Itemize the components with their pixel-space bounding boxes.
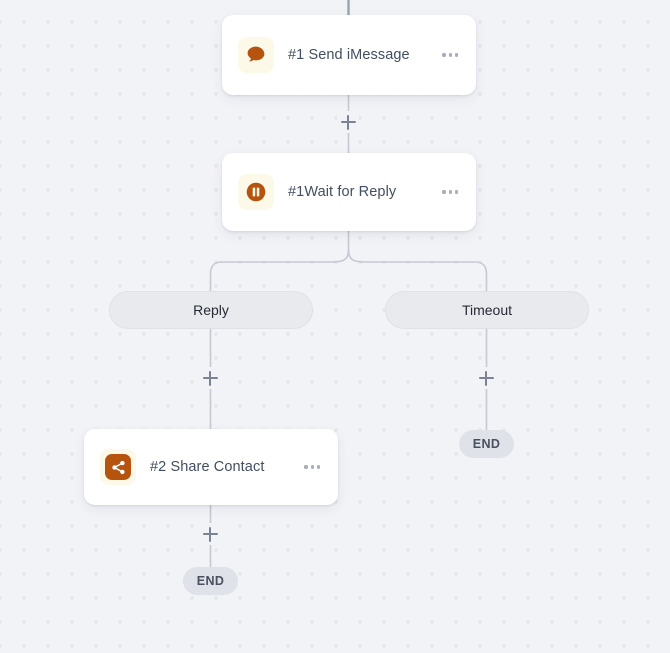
node-card-wait-for-reply[interactable]: #1Wait for Reply (222, 153, 476, 231)
end-badge-reply[interactable]: END (183, 567, 238, 595)
ellipsis-icon[interactable] (440, 47, 460, 62)
end-badge-reply-label: END (196, 574, 225, 588)
ellipsis-icon[interactable] (440, 184, 460, 199)
add-step-button-after-send-imessage[interactable] (337, 111, 359, 133)
branch-pill-timeout-label: Timeout (461, 302, 513, 318)
node-card-send-imessage[interactable]: #1 Send iMessage (222, 15, 476, 95)
branch-pill-reply[interactable]: Reply (109, 291, 313, 329)
add-step-button-timeout-branch[interactable] (475, 367, 497, 389)
ellipsis-icon[interactable] (302, 459, 322, 474)
node-title-send-imessage: #1 Send iMessage (288, 47, 410, 63)
pause-circle-icon (238, 174, 274, 210)
branch-pill-reply-label: Reply (193, 302, 229, 318)
branch-pill-timeout[interactable]: Timeout (385, 291, 589, 329)
node-title-share-contact: #2 Share Contact (150, 459, 265, 475)
add-step-button-after-share-contact[interactable] (199, 523, 221, 545)
add-step-button-reply-branch[interactable] (199, 367, 221, 389)
share-icon (100, 449, 136, 485)
end-badge-timeout-label: END (472, 437, 501, 451)
end-badge-timeout[interactable]: END (459, 430, 514, 458)
node-card-share-contact[interactable]: #2 Share Contact (84, 429, 338, 505)
node-title-wait-for-reply: #1Wait for Reply (288, 184, 397, 200)
speech-bubble-icon (238, 37, 274, 73)
